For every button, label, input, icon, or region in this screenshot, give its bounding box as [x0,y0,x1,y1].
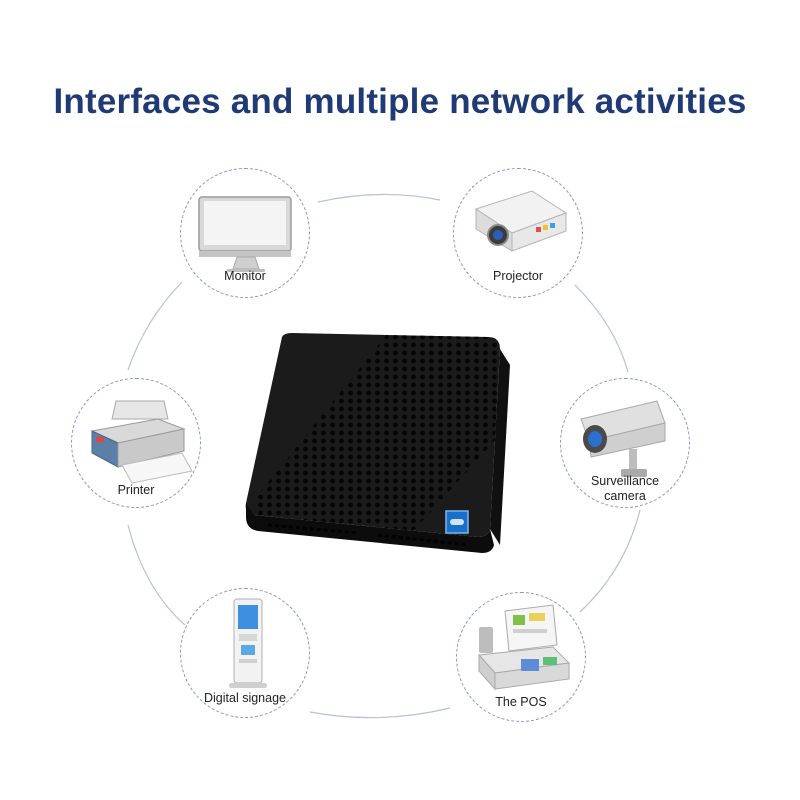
monitor-icon [198,196,292,272]
monitor-node: Monitor [180,168,310,298]
projector-node: Projector [453,168,583,298]
surveillance-camera-node: Surveillance camera [560,378,690,508]
camera-icon [580,400,666,477]
camera-label-line2: camera [604,489,646,503]
projector-label: Projector [492,269,544,283]
printer-icon [90,400,193,484]
mini-pc-image [245,333,510,553]
page-title: Interfaces and multiple network activiti… [53,82,747,121]
kiosk-icon [229,598,267,688]
printer-label: Printer [117,483,155,497]
camera-label-line1: Surveillance [590,474,660,488]
monitor-label: Monitor [224,269,266,283]
signage-label: Digital signage [204,691,286,705]
projector-icon [474,190,568,252]
pos-icon [477,604,571,691]
pos-node: The POS [456,592,586,722]
printer-node: Printer [71,378,201,508]
digital-signage-node: Digital signage [180,588,310,718]
pos-label: The POS [495,695,547,709]
